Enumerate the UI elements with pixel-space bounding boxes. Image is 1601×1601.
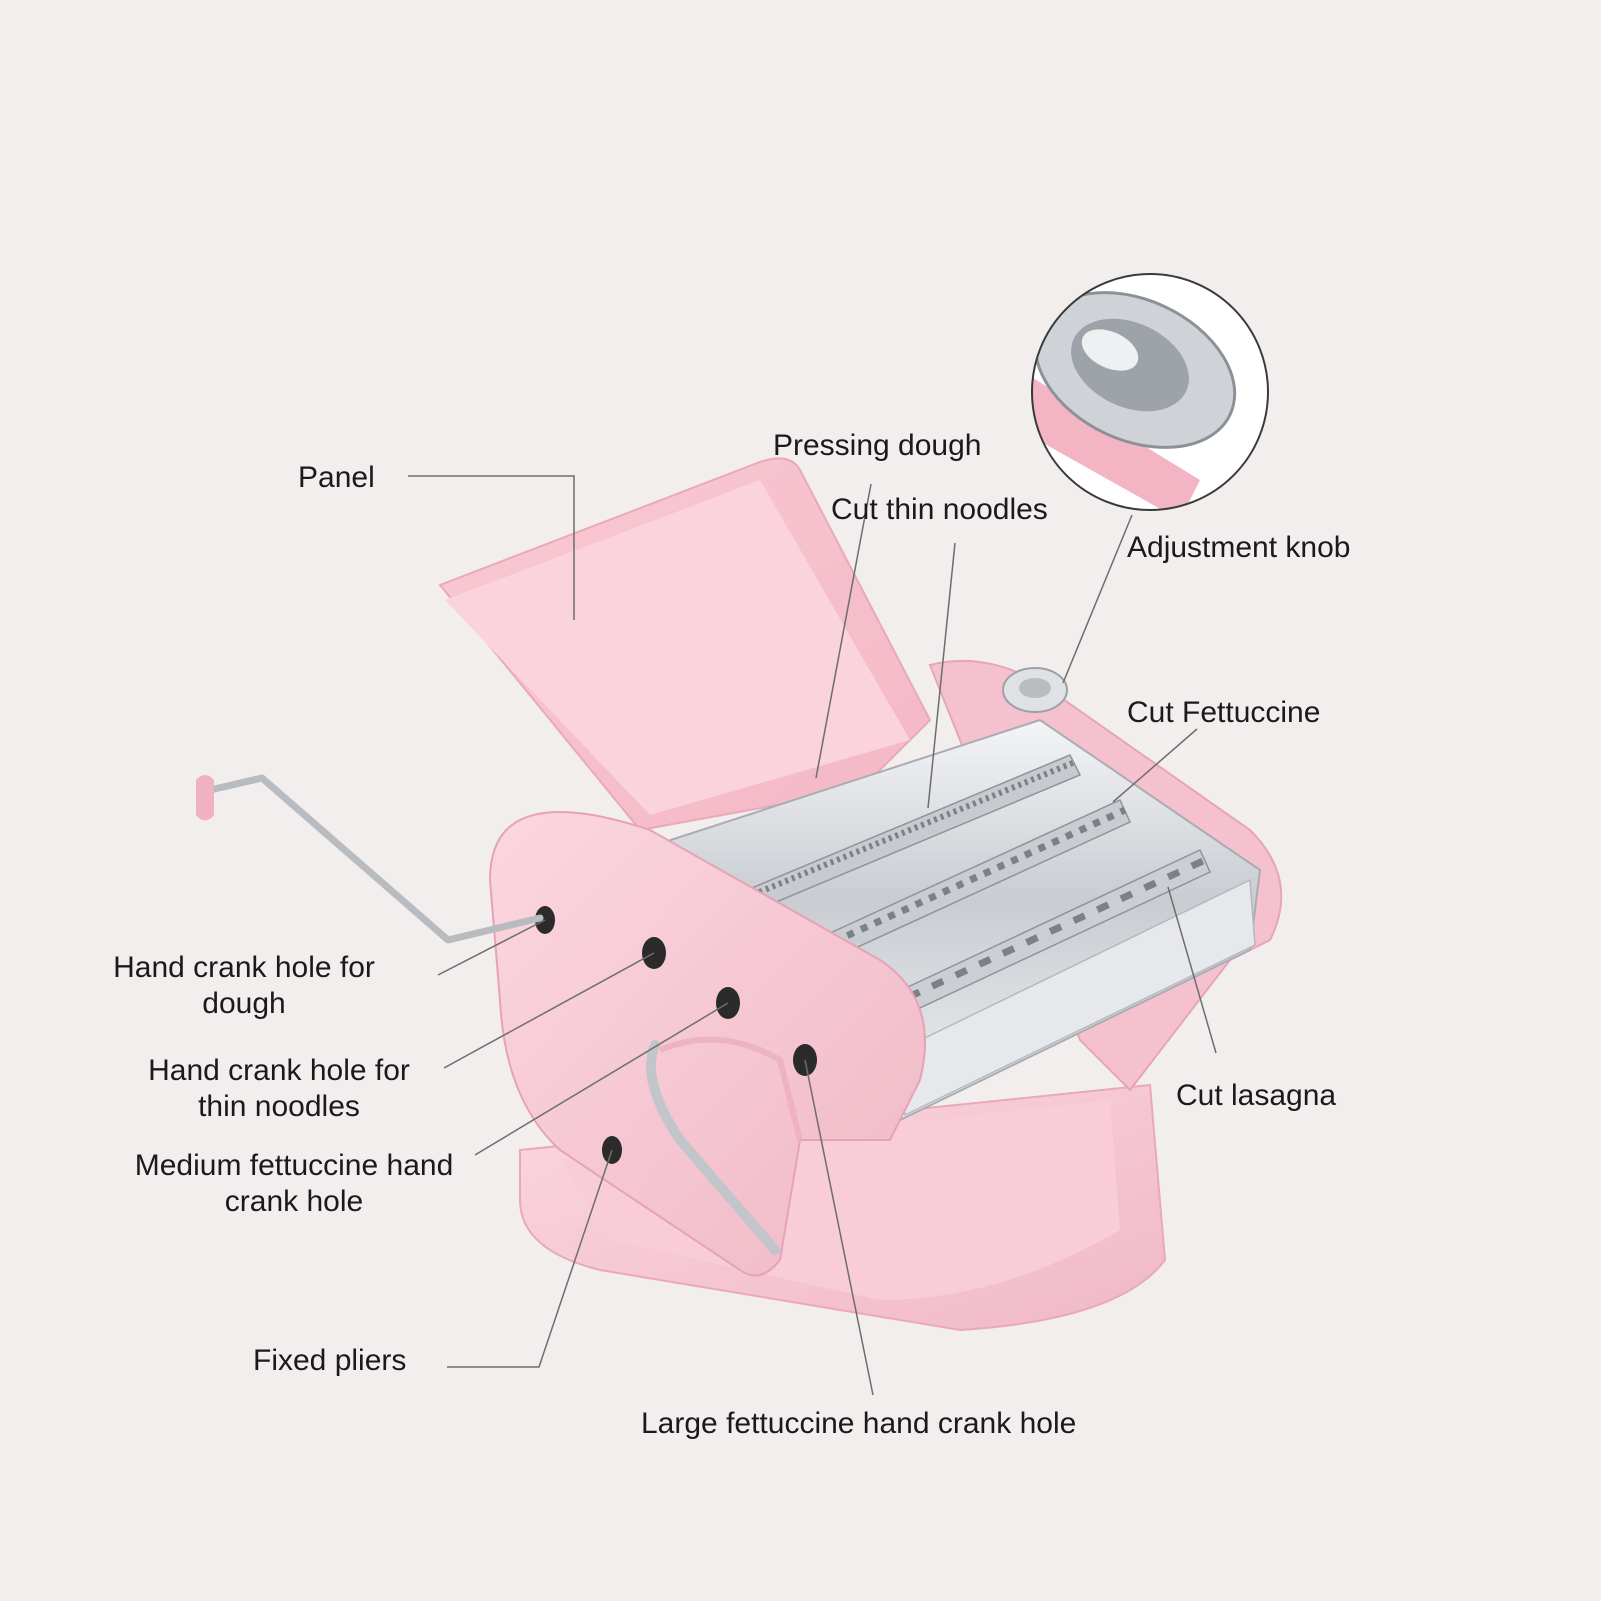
leader-crank-large [804,1059,874,1396]
label-crank-hole-dough-line1: Hand crank hole for [113,951,375,984]
label-crank-hole-thin-noodles: Hand crank hole for thin noodles [123,1053,435,1125]
leader-crank-thin [443,952,655,1069]
hand-crank [196,774,544,944]
leader-thin-noodles [927,542,956,809]
label-cut-thin-noodles: Cut thin noodles [831,493,1048,526]
leader-fixed-pliers [447,1149,613,1368]
label-crank-hole-dough: Hand crank hole for dough [88,950,400,1022]
leader-adjustment-knob [1062,514,1133,684]
knob-zoom-detail [1031,273,1269,511]
leader-lines [408,475,1217,1396]
leader-panel [408,475,575,620]
leader-fettuccine [1112,728,1198,803]
panel-tray [438,457,932,832]
label-fixed-pliers: Fixed pliers [253,1344,407,1377]
label-crank-hole-medium-line1: Medium fettuccine hand [134,1149,454,1182]
label-panel: Panel [298,461,375,494]
leader-crank-medium [474,1002,729,1156]
leader-crank-dough [437,919,546,976]
front-side-plate [488,811,926,1277]
label-crank-hole-thin-noodles-line1: Hand crank hole for [148,1054,410,1087]
label-crank-hole-medium: Medium fettuccine hand crank hole [100,1148,488,1220]
label-cut-lasagna: Cut lasagna [1176,1079,1337,1112]
leader-lasagna [1167,886,1217,1054]
label-crank-hole-large: Large fettuccine hand crank hole [641,1407,1077,1440]
label-crank-hole-medium-line2: crank hole [224,1185,364,1218]
label-cut-fettuccine: Cut Fettuccine [1127,696,1321,729]
leader-pressing-dough [815,483,872,779]
adjustment-knob [1002,667,1068,713]
label-crank-hole-dough-line2: dough [202,987,286,1020]
label-adjustment-knob: Adjustment knob [1127,531,1351,564]
label-crank-hole-thin-noodles-line2: thin noodles [198,1090,360,1123]
label-pressing-dough: Pressing dough [773,429,982,462]
